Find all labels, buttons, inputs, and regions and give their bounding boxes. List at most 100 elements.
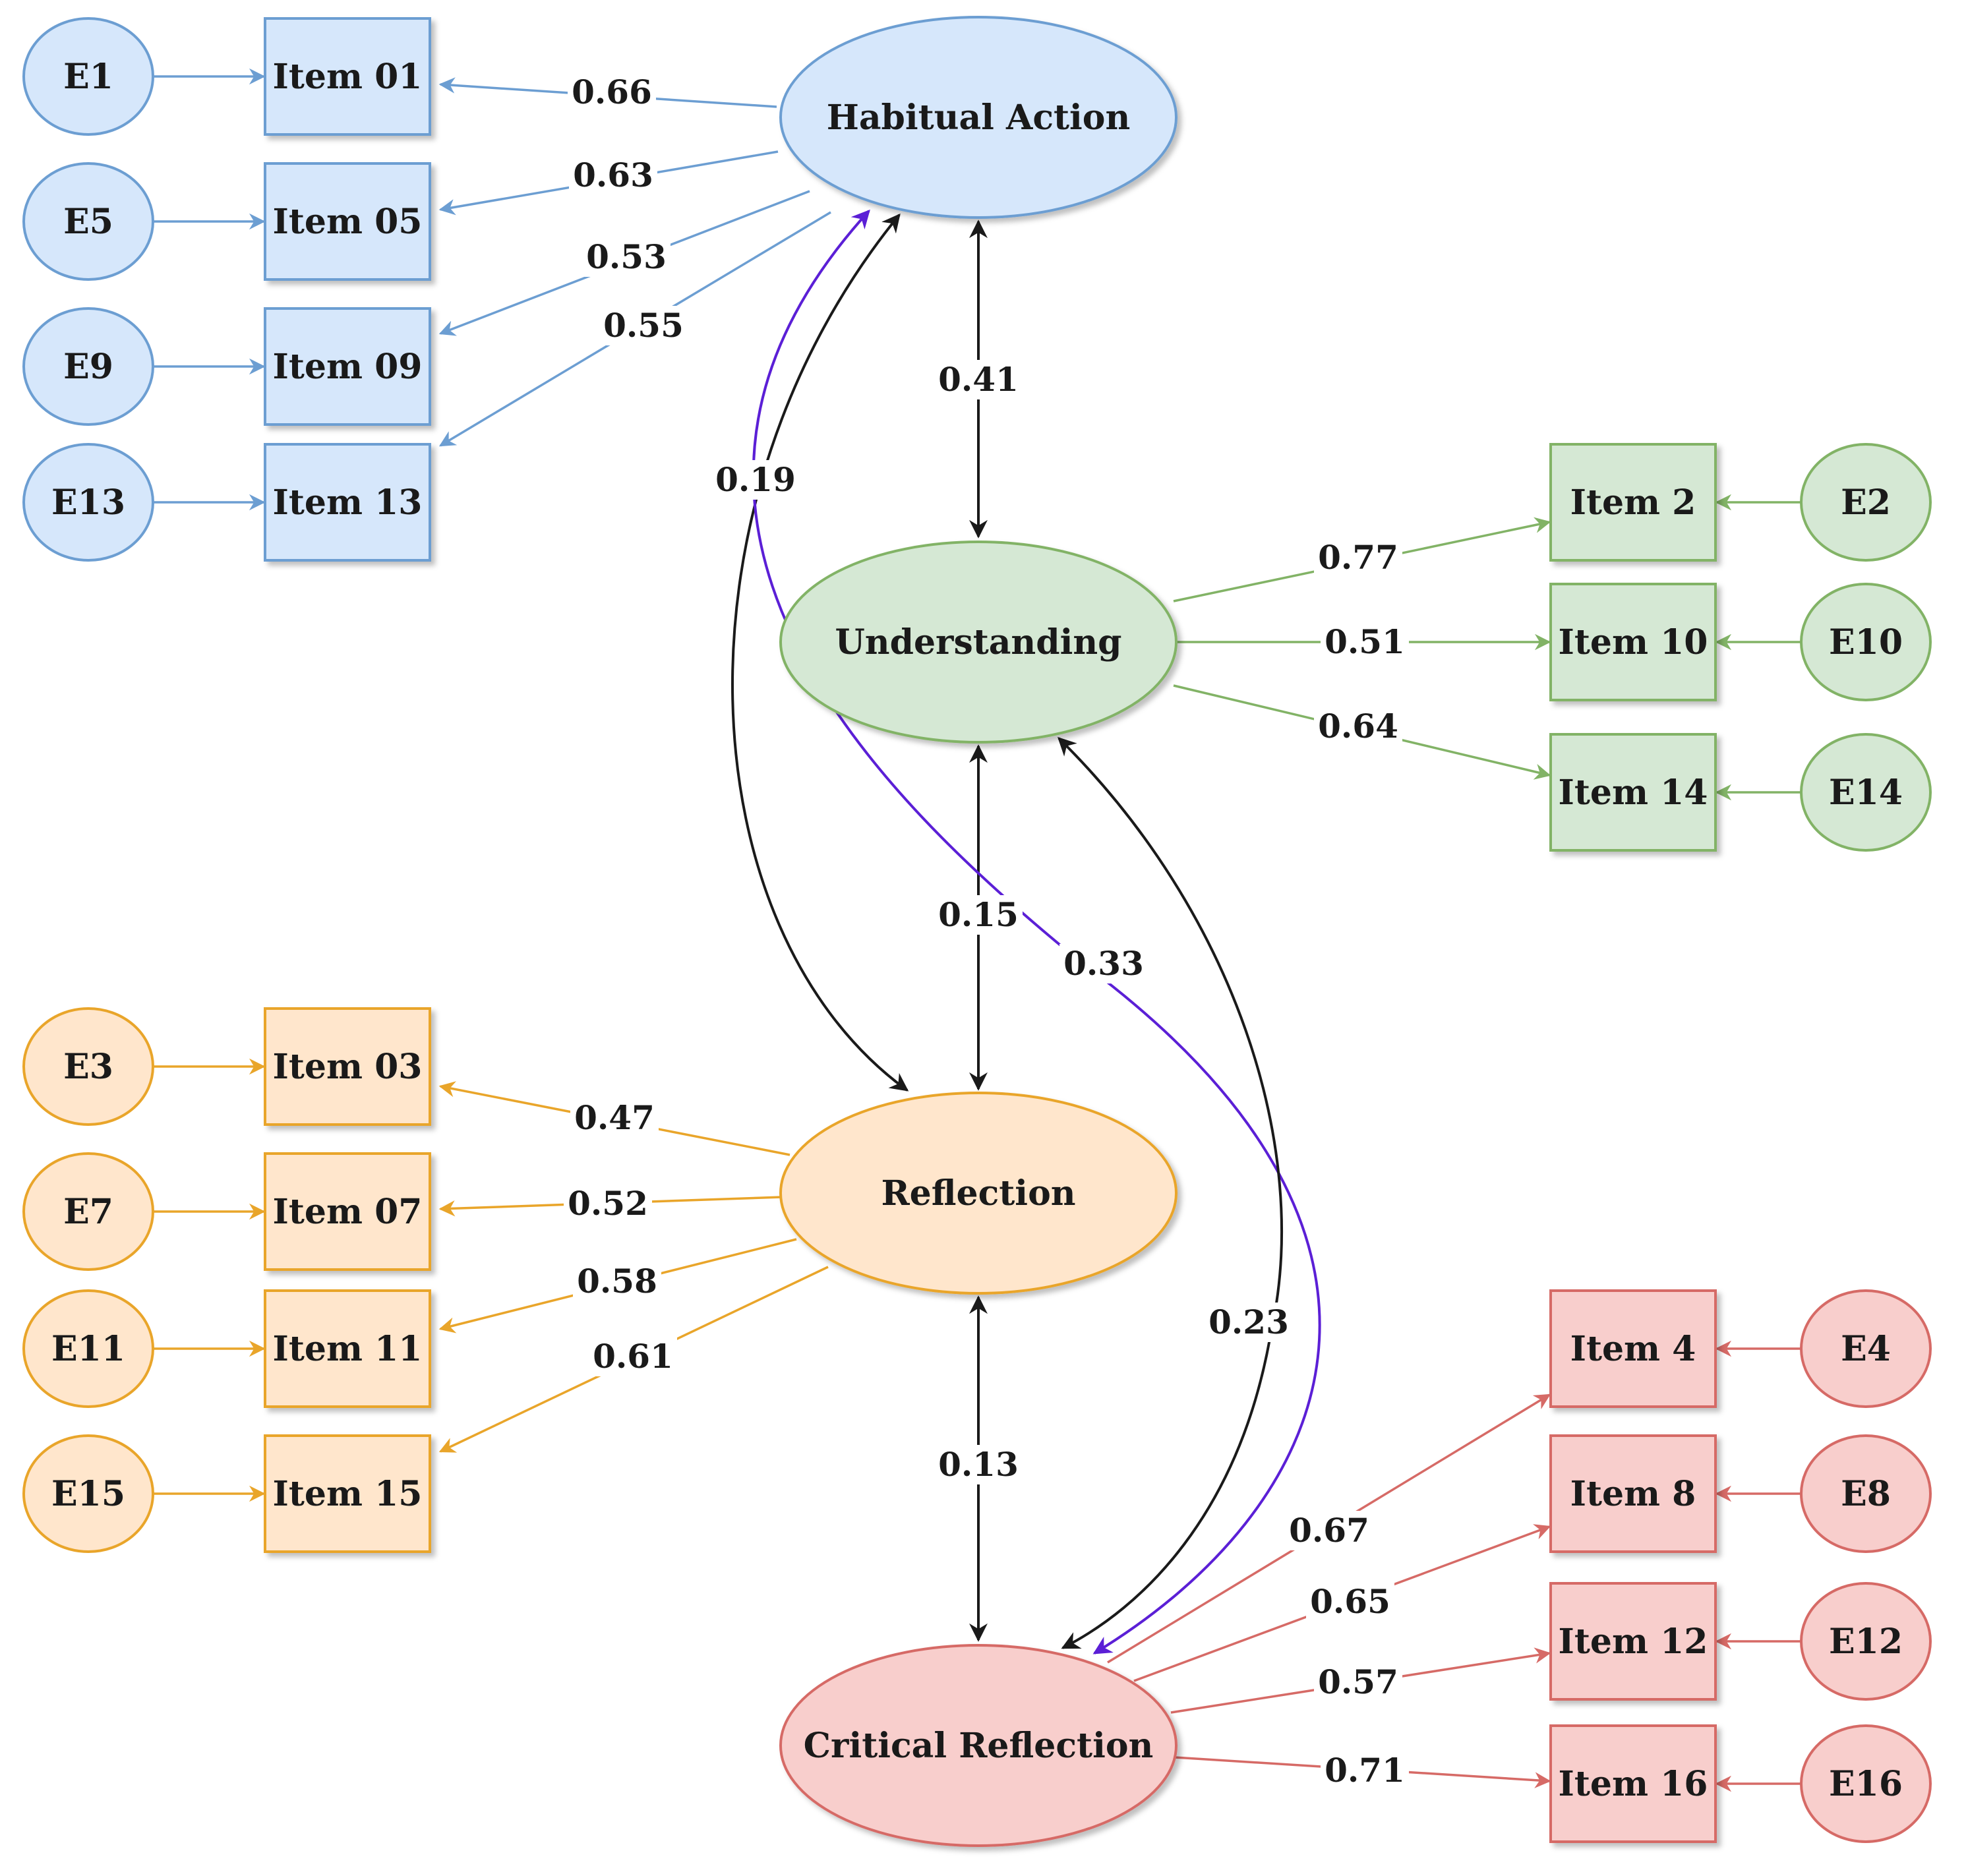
loading-label-i11-bg	[573, 1262, 661, 1301]
error-label-e5: E5	[63, 202, 113, 242]
item-node-i11: Item 11	[264, 1289, 431, 1408]
item-label-i11: Item 11	[273, 1329, 423, 1369]
item-node-i13: Item 13	[264, 443, 431, 562]
error-node-e4: E4	[1800, 1289, 1932, 1408]
correlation-label-un-re-text: 0.15	[938, 895, 1019, 934]
loading-label-i01-bg	[568, 73, 656, 112]
error-node-e3: E3	[22, 1007, 154, 1126]
error-ellipse-e13	[22, 443, 154, 562]
item-box-i03	[264, 1007, 431, 1126]
loading-label-i16-bg	[1321, 1751, 1409, 1790]
item-label-i14: Item 14	[1559, 773, 1708, 813]
error-node-e5: E5	[22, 162, 154, 281]
item-box-i14	[1549, 733, 1717, 852]
error-node-e9: E9	[22, 307, 154, 426]
error-ellipse-e8	[1800, 1434, 1932, 1553]
loading-label-i14-text: 0.64	[1318, 707, 1398, 746]
item-label-i16: Item 16	[1559, 1764, 1708, 1804]
loading-label-i14-bg	[1314, 707, 1402, 746]
latent-label-re: Reflection	[881, 1173, 1075, 1214]
loading-label-i01-text: 0.66	[572, 73, 652, 111]
item-box-i16	[1549, 1724, 1717, 1843]
loading-label-i2: 0.77	[1314, 538, 1402, 577]
loading-label-i8-bg	[1306, 1582, 1394, 1622]
item-node-i01: Item 01	[264, 17, 431, 136]
loading-label-i10-text: 0.51	[1325, 622, 1405, 661]
correlation-label-un-re: 0.15	[934, 895, 1023, 935]
item-label-i4: Item 4	[1570, 1329, 1696, 1369]
loading-label-i13-text: 0.55	[603, 306, 684, 345]
item-node-i4: Item 4	[1549, 1289, 1717, 1408]
latent-ellipse-cr	[779, 1644, 1178, 1847]
item-box-i07	[264, 1152, 431, 1271]
error-ellipse-e10	[1800, 583, 1932, 701]
error-label-e1: E1	[63, 57, 113, 97]
loading-label-i8: 0.65	[1306, 1582, 1394, 1622]
correlation-label-un-cr-text: 0.23	[1208, 1303, 1289, 1341]
loading-label-i07-bg	[564, 1184, 652, 1223]
correlation-label-ha-re: 0.19	[711, 460, 800, 500]
error-ellipse-e9	[22, 307, 154, 426]
latent-label-ha: Habitual Action	[827, 98, 1131, 138]
error-label-e15: E15	[51, 1474, 125, 1514]
item-node-i2: Item 2	[1549, 443, 1717, 562]
loading-label-i15-bg	[589, 1337, 677, 1376]
loading-label-i09-text: 0.53	[586, 237, 667, 276]
loading-label-i07-text: 0.52	[568, 1184, 648, 1223]
error-ellipse-e5	[22, 162, 154, 281]
error-label-e14: E14	[1829, 773, 1903, 813]
loading-label-i03: 0.47	[570, 1098, 659, 1138]
loading-label-i12-text: 0.57	[1318, 1662, 1398, 1701]
error-ellipse-e4	[1800, 1289, 1932, 1408]
loading-label-i05: 0.63	[569, 156, 657, 195]
loading-label-i13: 0.55	[599, 306, 688, 345]
item-node-i15: Item 15	[264, 1434, 431, 1553]
item-label-i10: Item 10	[1559, 622, 1708, 662]
loading-label-i4-bg	[1285, 1511, 1373, 1550]
loading-label-i10: 0.51	[1321, 622, 1409, 662]
item-label-i8: Item 8	[1570, 1474, 1696, 1514]
latent-label-cr: Critical Reflection	[804, 1726, 1154, 1766]
error-node-e10: E10	[1800, 583, 1932, 701]
item-label-i13: Item 13	[273, 483, 423, 523]
error-node-e11: E11	[22, 1289, 154, 1408]
nodes-layer: Habitual ActionUnderstandingReflectionCr…	[22, 16, 1932, 1847]
loading-label-i07: 0.52	[564, 1184, 652, 1223]
correlation-label-ha-cr-bg	[1059, 944, 1148, 983]
loading-label-i11: 0.58	[573, 1262, 661, 1301]
loading-label-i13-bg	[599, 306, 688, 345]
error-ellipse-e16	[1800, 1724, 1932, 1843]
correlation-path-un-cr	[1058, 737, 1283, 1649]
correlation-label-un-cr-bg	[1205, 1303, 1293, 1342]
item-label-i09: Item 09	[273, 347, 423, 387]
item-box-i11	[264, 1289, 431, 1408]
error-ellipse-e11	[22, 1289, 154, 1408]
item-node-i12: Item 12	[1549, 1582, 1717, 1701]
item-label-i01: Item 01	[273, 57, 423, 97]
item-box-i15	[264, 1434, 431, 1553]
latent-ellipse-ha	[779, 16, 1178, 219]
item-node-i03: Item 03	[264, 1007, 431, 1126]
item-box-i13	[264, 443, 431, 562]
item-box-i8	[1549, 1434, 1717, 1553]
loading-label-i14: 0.64	[1314, 707, 1402, 746]
item-label-i2: Item 2	[1570, 483, 1696, 523]
latent-node-ha: Habitual Action	[779, 16, 1178, 219]
loading-label-i01: 0.66	[568, 73, 656, 112]
loading-label-i12-bg	[1314, 1662, 1402, 1702]
item-box-i12	[1549, 1582, 1717, 1701]
error-label-e3: E3	[63, 1047, 113, 1087]
correlation-label-ha-re-bg	[711, 460, 800, 500]
loading-label-i11-text: 0.58	[577, 1262, 657, 1301]
item-label-i03: Item 03	[273, 1047, 423, 1087]
item-box-i01	[264, 17, 431, 136]
loading-label-i16-text: 0.71	[1325, 1751, 1405, 1790]
error-ellipse-e15	[22, 1434, 154, 1553]
item-box-i10	[1549, 583, 1717, 701]
correlation-label-re-cr-bg	[934, 1445, 1023, 1484]
item-node-i07: Item 07	[264, 1152, 431, 1271]
latent-node-un: Understanding	[779, 541, 1178, 744]
loading-label-i15-text: 0.61	[593, 1337, 673, 1376]
error-label-e12: E12	[1829, 1622, 1903, 1662]
